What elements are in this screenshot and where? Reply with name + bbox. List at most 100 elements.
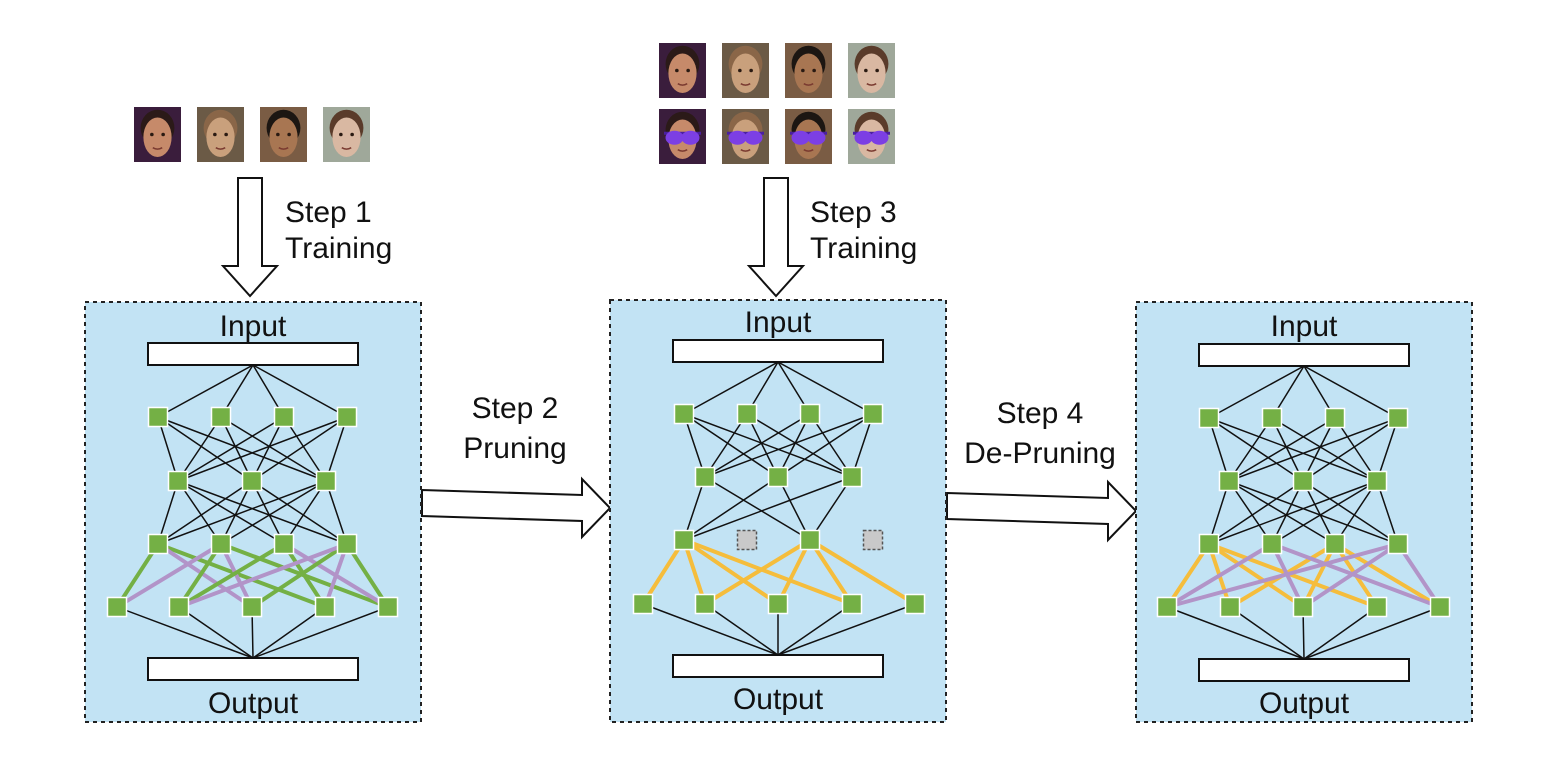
eye xyxy=(864,68,868,73)
hidden-edge xyxy=(1228,417,1336,482)
highlight-edge xyxy=(156,542,254,609)
hidden-edge xyxy=(177,480,285,545)
hidden-edge xyxy=(777,413,874,478)
highlight-edge xyxy=(1301,542,1400,609)
hidden-edge xyxy=(157,416,253,482)
highlight-edge xyxy=(808,538,854,606)
neuron xyxy=(799,403,821,425)
sunglasses-lens xyxy=(791,130,810,145)
step-3-arrow xyxy=(746,177,806,298)
pruned-neuron xyxy=(736,529,758,551)
eye xyxy=(675,68,679,73)
neuron xyxy=(106,596,128,618)
mouth xyxy=(152,147,163,150)
sunglasses-lens xyxy=(854,130,873,145)
neuron xyxy=(210,406,232,428)
face-image xyxy=(260,107,307,162)
input-edge xyxy=(157,364,254,418)
output-label: Output xyxy=(208,687,299,720)
output-bar xyxy=(147,657,359,681)
neuron xyxy=(799,529,821,551)
mouth xyxy=(677,149,688,152)
step-4-number: Step 4 xyxy=(997,397,1084,430)
output-edge xyxy=(1303,606,1378,660)
neuron xyxy=(241,596,263,618)
neuron xyxy=(315,470,337,492)
input-edge xyxy=(1303,365,1399,419)
neuron xyxy=(168,596,190,618)
hidden-edge xyxy=(683,413,853,478)
hidden-edge xyxy=(157,416,179,482)
highlight-edge xyxy=(115,542,223,609)
neuron xyxy=(1324,533,1346,555)
eye xyxy=(749,68,753,73)
neuron xyxy=(336,533,358,555)
sunglasses-lens xyxy=(744,130,763,145)
face-skin xyxy=(206,117,235,158)
output-edge xyxy=(777,603,916,656)
neuron xyxy=(736,403,758,425)
neuron xyxy=(1261,533,1283,555)
output-edge xyxy=(642,603,779,656)
neuron xyxy=(241,470,263,492)
neuron xyxy=(210,533,232,555)
hidden-edge xyxy=(283,480,327,545)
neuron xyxy=(841,593,863,615)
mouth xyxy=(803,149,814,152)
mouth xyxy=(215,147,226,150)
face-image xyxy=(659,109,706,164)
eye xyxy=(150,132,154,137)
neuron xyxy=(1292,596,1314,618)
neuron xyxy=(1366,470,1388,492)
hidden-edge xyxy=(1302,480,1399,545)
highlight-edge xyxy=(177,542,286,609)
output-label: Output xyxy=(733,683,824,716)
neuron xyxy=(167,470,189,492)
clean-faces xyxy=(134,107,370,162)
hidden-edge xyxy=(1208,417,1304,482)
hidden-edge xyxy=(777,413,811,478)
hidden-edge xyxy=(177,416,348,482)
hidden-edge xyxy=(1228,480,1336,545)
step-2-arrow xyxy=(421,476,612,540)
mouth xyxy=(278,147,289,150)
face-skin xyxy=(857,53,886,94)
mouth xyxy=(740,83,751,86)
mouth xyxy=(803,83,814,86)
hidden-edge xyxy=(283,416,327,482)
neuron xyxy=(1387,407,1409,429)
face-image xyxy=(722,43,769,98)
face-image xyxy=(134,107,181,162)
highlight-edge xyxy=(682,538,854,606)
highlight-edge xyxy=(156,542,327,609)
hidden-edge xyxy=(1334,417,1378,482)
sunglasses-bridge xyxy=(790,131,827,135)
input-edge xyxy=(777,361,874,415)
highlight-edge xyxy=(1207,542,1379,609)
face-image xyxy=(785,109,832,164)
neuron xyxy=(147,533,169,555)
output-edge xyxy=(704,603,779,656)
face-image xyxy=(197,107,244,162)
hidden-edge xyxy=(1271,417,1304,482)
hidden-edge xyxy=(1302,480,1336,545)
hidden-edge xyxy=(1208,480,1378,545)
highlight-edge xyxy=(1165,542,1274,609)
neuron xyxy=(1366,596,1388,618)
output-label: Output xyxy=(1259,687,1350,720)
highlight-edge xyxy=(115,542,160,609)
highlight-edge xyxy=(703,538,812,606)
highlight-edge xyxy=(323,542,349,609)
face-skin xyxy=(794,53,823,94)
eye xyxy=(875,68,879,73)
highlight-edge xyxy=(282,542,327,609)
hidden-edge xyxy=(777,476,811,541)
output-bar xyxy=(1198,658,1410,682)
neuron xyxy=(694,466,716,488)
eye xyxy=(738,68,742,73)
hidden-edge xyxy=(177,416,285,482)
mouth xyxy=(740,149,751,152)
face-images xyxy=(134,43,895,164)
